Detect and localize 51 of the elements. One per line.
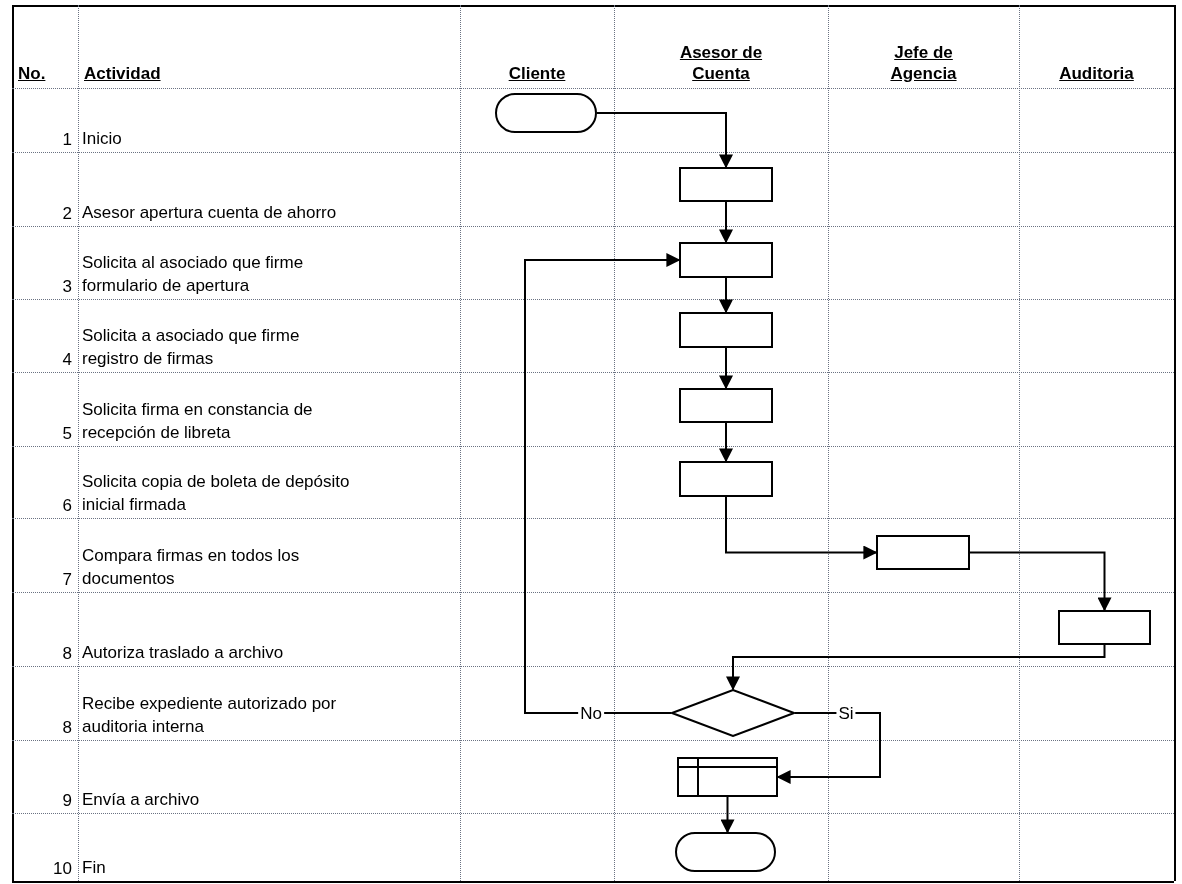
activity-text: Envía a archivo [82, 789, 200, 811]
arrow [726, 644, 1106, 691]
arrow [969, 551, 1112, 612]
process-box [679, 242, 773, 278]
activity-text: Compara firmas en todos los documentos [82, 545, 301, 590]
arrow [596, 112, 733, 169]
column-header: No. [18, 62, 46, 84]
process-box [679, 461, 773, 497]
arrow [524, 253, 681, 714]
process-box [679, 167, 773, 202]
step-number: 7 [62, 568, 72, 590]
step-number: 8 [62, 716, 72, 738]
activity-text: Recibe expediente autorizado por auditoria interna [82, 693, 338, 738]
arrow [720, 796, 735, 834]
process-box [1058, 610, 1151, 645]
process-box [876, 535, 970, 570]
terminal-shape [675, 832, 776, 872]
process-box [679, 312, 773, 348]
arrow [725, 496, 878, 560]
process-box [679, 388, 773, 423]
activity-text: Solicita al asociado que firme formulario de apertura [82, 252, 305, 297]
terminal-shape [495, 93, 597, 133]
step-number: 2 [62, 202, 72, 224]
edge-label: No [578, 704, 604, 722]
activity-text: Solicita firma en constancia de recepción de libreta [82, 399, 314, 444]
activity-text: Inicio [82, 128, 122, 150]
step-number: 5 [62, 422, 72, 444]
activity-text: Autoriza traslado a archivo [82, 642, 284, 664]
arrow [719, 277, 733, 314]
arrow [719, 422, 733, 463]
activity-text: Asesor apertura cuenta de ahorro [82, 202, 337, 224]
column-header: Auditoria [1059, 62, 1134, 84]
column-header: Cliente [508, 62, 566, 84]
step-number: 6 [62, 494, 72, 516]
activity-text: Solicita a asociado que firme registro de firmas [82, 325, 301, 370]
decision-diamond [671, 689, 795, 737]
step-number: 4 [62, 348, 72, 370]
step-number: 3 [62, 275, 72, 297]
activity-text: Solicita copia de boleta de depósito inicial firmada [82, 471, 350, 516]
step-number: 9 [62, 789, 72, 811]
step-number: 8 [62, 642, 72, 664]
step-number: 10 [53, 857, 72, 879]
step-number: 1 [62, 128, 72, 150]
activity-text: Fin [82, 857, 106, 879]
edge-label: Si [836, 704, 856, 722]
column-header: Jefe de Agencia [889, 41, 958, 84]
arrow [719, 201, 733, 244]
column-header: Actividad [84, 62, 161, 84]
arrow [719, 347, 733, 390]
storage-box [677, 757, 778, 797]
column-header: Asesor de Cuenta [678, 41, 764, 84]
